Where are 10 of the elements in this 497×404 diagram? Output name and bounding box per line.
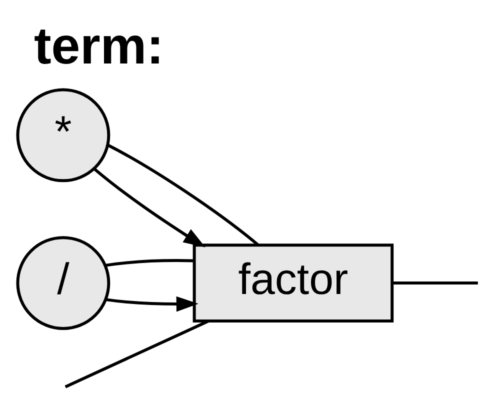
arrow [93,168,205,248]
connector [104,259,193,267]
arrow [104,296,198,312]
connector [392,282,478,285]
node-box: factor [192,244,394,322]
connector [106,144,258,246]
diagram-title: term: [33,18,164,76]
node-circle: / [16,236,110,330]
connector [64,320,209,388]
node-circle: * [16,88,110,182]
